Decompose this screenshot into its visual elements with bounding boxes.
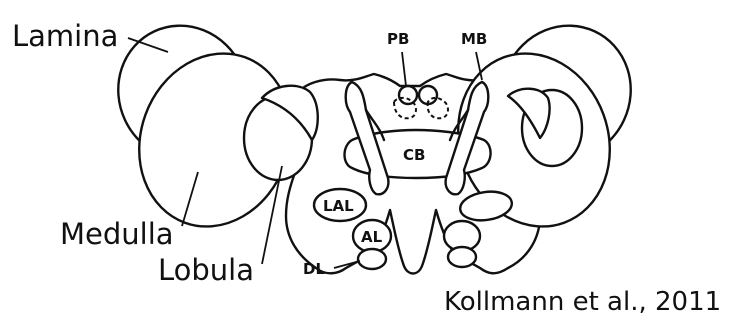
cb-label: CB <box>403 146 425 164</box>
citation: Kollmann et al., 2011 <box>444 287 721 317</box>
right-dl <box>448 247 476 267</box>
lamina-label: Lamina <box>12 19 118 53</box>
mb-label: MB <box>461 30 487 48</box>
al-label: AL <box>361 228 383 246</box>
lobula-label: Lobula <box>158 253 254 287</box>
dl-label: DL <box>303 260 325 278</box>
medulla-label: Medulla <box>60 217 174 251</box>
pb-leader <box>402 52 406 86</box>
pb-label: PB <box>387 30 409 48</box>
left-dl <box>358 249 386 269</box>
pb-left-lobe <box>399 86 417 104</box>
lal-label: LAL <box>323 197 354 215</box>
